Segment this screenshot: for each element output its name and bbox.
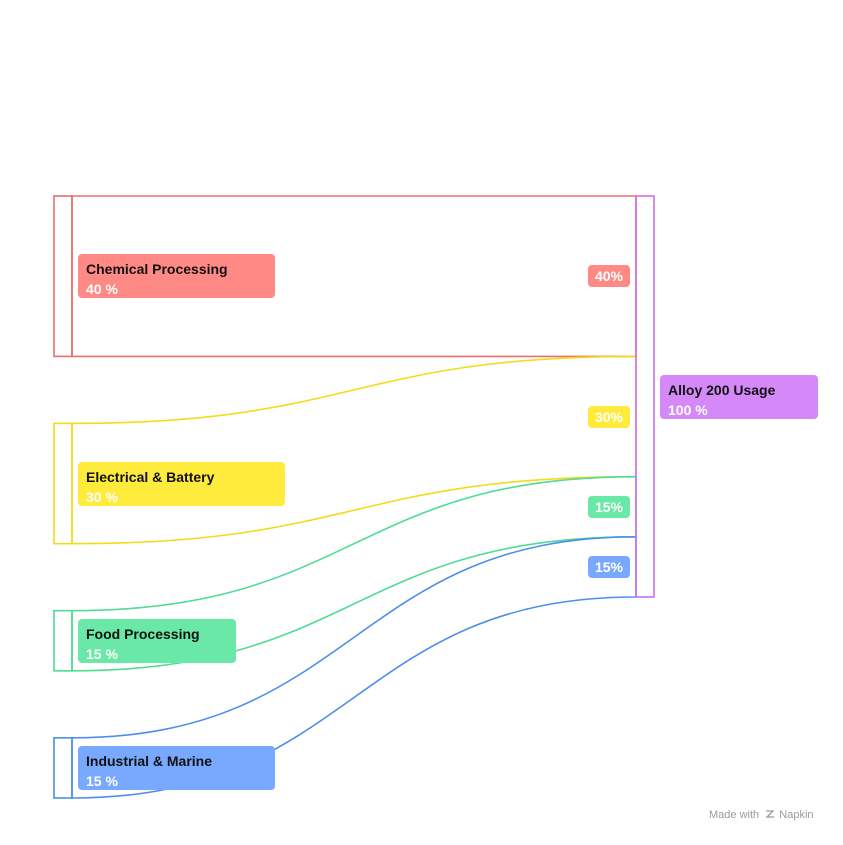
target-label-alloy-200-usage: Alloy 200 Usage 100 % [660,374,818,419]
source-label-industrial-marine: Industrial & Marine 15 % [78,745,275,790]
flow-label-industrial-marine: 15% [588,555,630,578]
source-value: 15 % [86,645,118,662]
made-with-napkin-watermark: Made with Napkin [709,809,814,821]
source-node-food-processing [53,609,73,672]
source-node-industrial-marine [53,737,73,799]
flow-label-chemical-processing: 40% [588,265,630,288]
flow-link-electrical-battery [71,355,637,545]
source-node-chemical-processing [53,195,73,358]
source-name: Food Processing [86,625,200,642]
source-name: Industrial & Marine [86,752,213,769]
target-node-alloy-200-usage [635,195,655,598]
source-value: 40 % [86,281,118,298]
source-label-electrical-battery: Electrical & Battery 30 % [78,461,285,506]
source-name: Chemical Processing [86,261,228,278]
napkin-logo-icon [765,810,775,818]
source-node-electrical-battery [53,422,73,545]
target-value: 100 % [668,401,708,418]
sankey-nodes [53,195,655,799]
flow-label-food-processing: 15% [588,495,630,518]
flow-label-electrical-battery: 30% [588,405,630,428]
source-label-chemical-processing: Chemical Processing 40 % [78,254,275,299]
source-label-food-processing: Food Processing 15 % [78,618,236,663]
source-value: 30 % [86,488,118,505]
watermark-brand: Napkin [779,809,814,821]
source-value: 15 % [86,772,118,789]
source-name: Electrical & Battery [86,468,215,485]
watermark-prefix: Made with [709,809,760,821]
target-name: Alloy 200 Usage [668,381,776,398]
